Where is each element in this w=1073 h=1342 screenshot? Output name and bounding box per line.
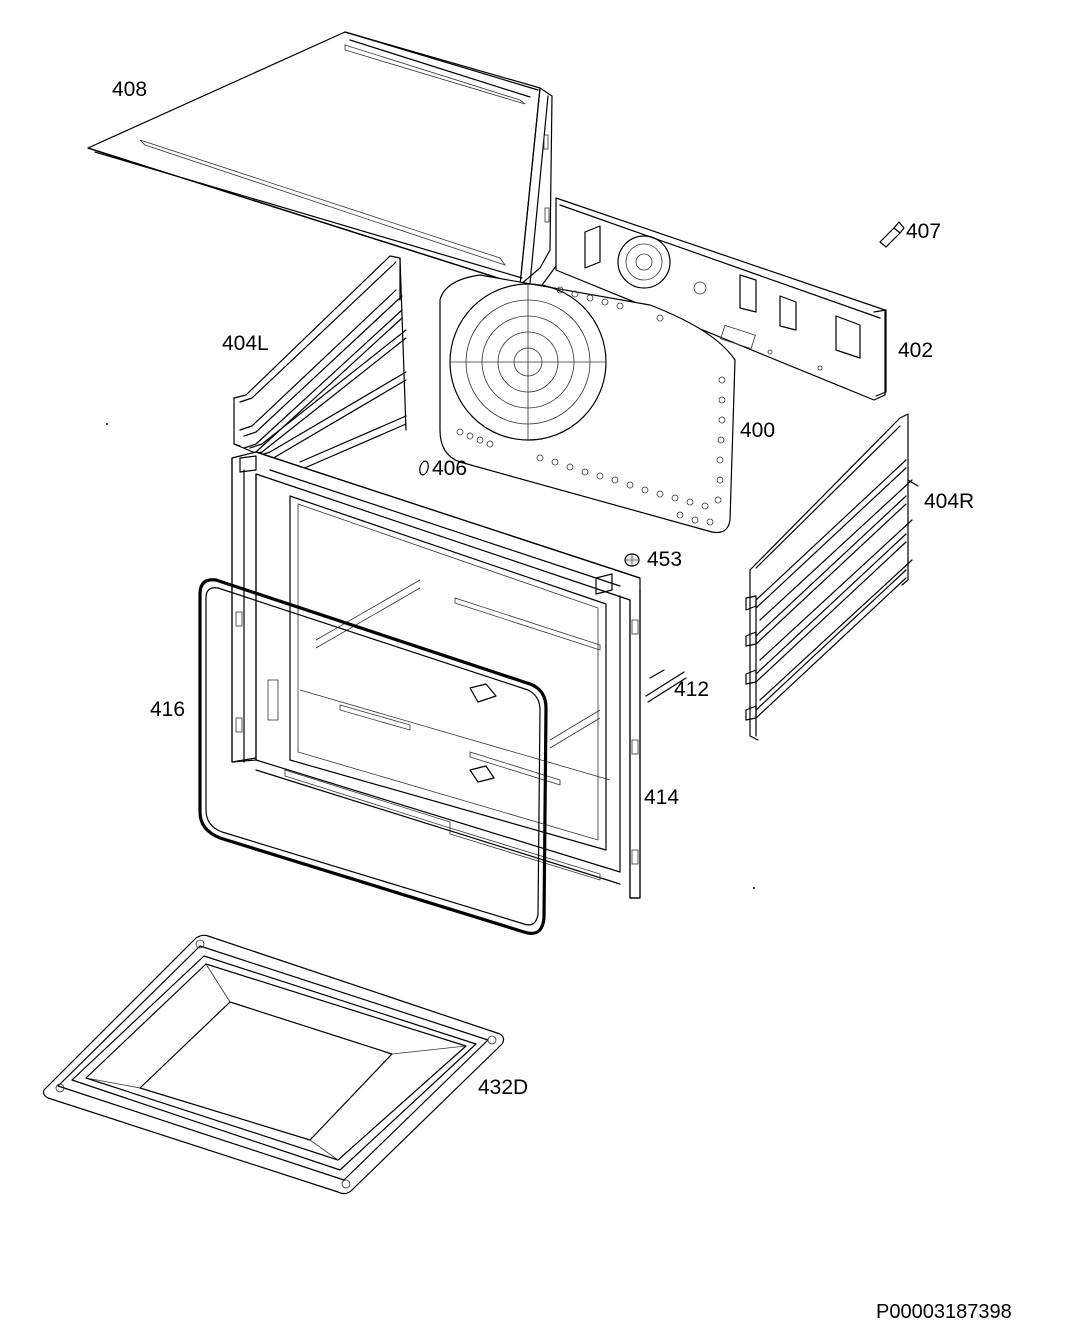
label-407: 407 — [906, 220, 941, 243]
label-412: 412 — [674, 678, 709, 701]
screw-part — [879, 221, 905, 248]
top-cover-part — [87, 31, 557, 289]
right-shelf-support-part — [745, 413, 919, 741]
label-414: 414 — [644, 786, 679, 809]
label-408: 408 — [112, 78, 147, 101]
label-416: 416 — [150, 698, 185, 721]
small-part-406 — [419, 460, 429, 476]
label-406: 406 — [432, 457, 467, 480]
baking-tray-part — [42, 934, 505, 1195]
reference-number: P00003187398 — [876, 1301, 1012, 1323]
oven-rail-part — [645, 669, 687, 703]
label-453: 453 — [647, 548, 682, 571]
label-432D: 432D — [478, 1076, 528, 1099]
label-404L: 404L — [222, 332, 269, 355]
left-shelf-support-part — [233, 255, 407, 473]
label-402: 402 — [898, 339, 933, 362]
rear-panel-part — [555, 197, 887, 401]
stray-dot — [106, 423, 108, 425]
label-404R: 404R — [924, 490, 974, 513]
front-gasket-part — [198, 578, 548, 935]
stray-dot — [753, 887, 755, 889]
lamp-part-453 — [624, 553, 640, 567]
label-400: 400 — [740, 419, 775, 442]
fan-cover-part — [439, 274, 736, 534]
cavity-frame-part — [231, 451, 641, 899]
